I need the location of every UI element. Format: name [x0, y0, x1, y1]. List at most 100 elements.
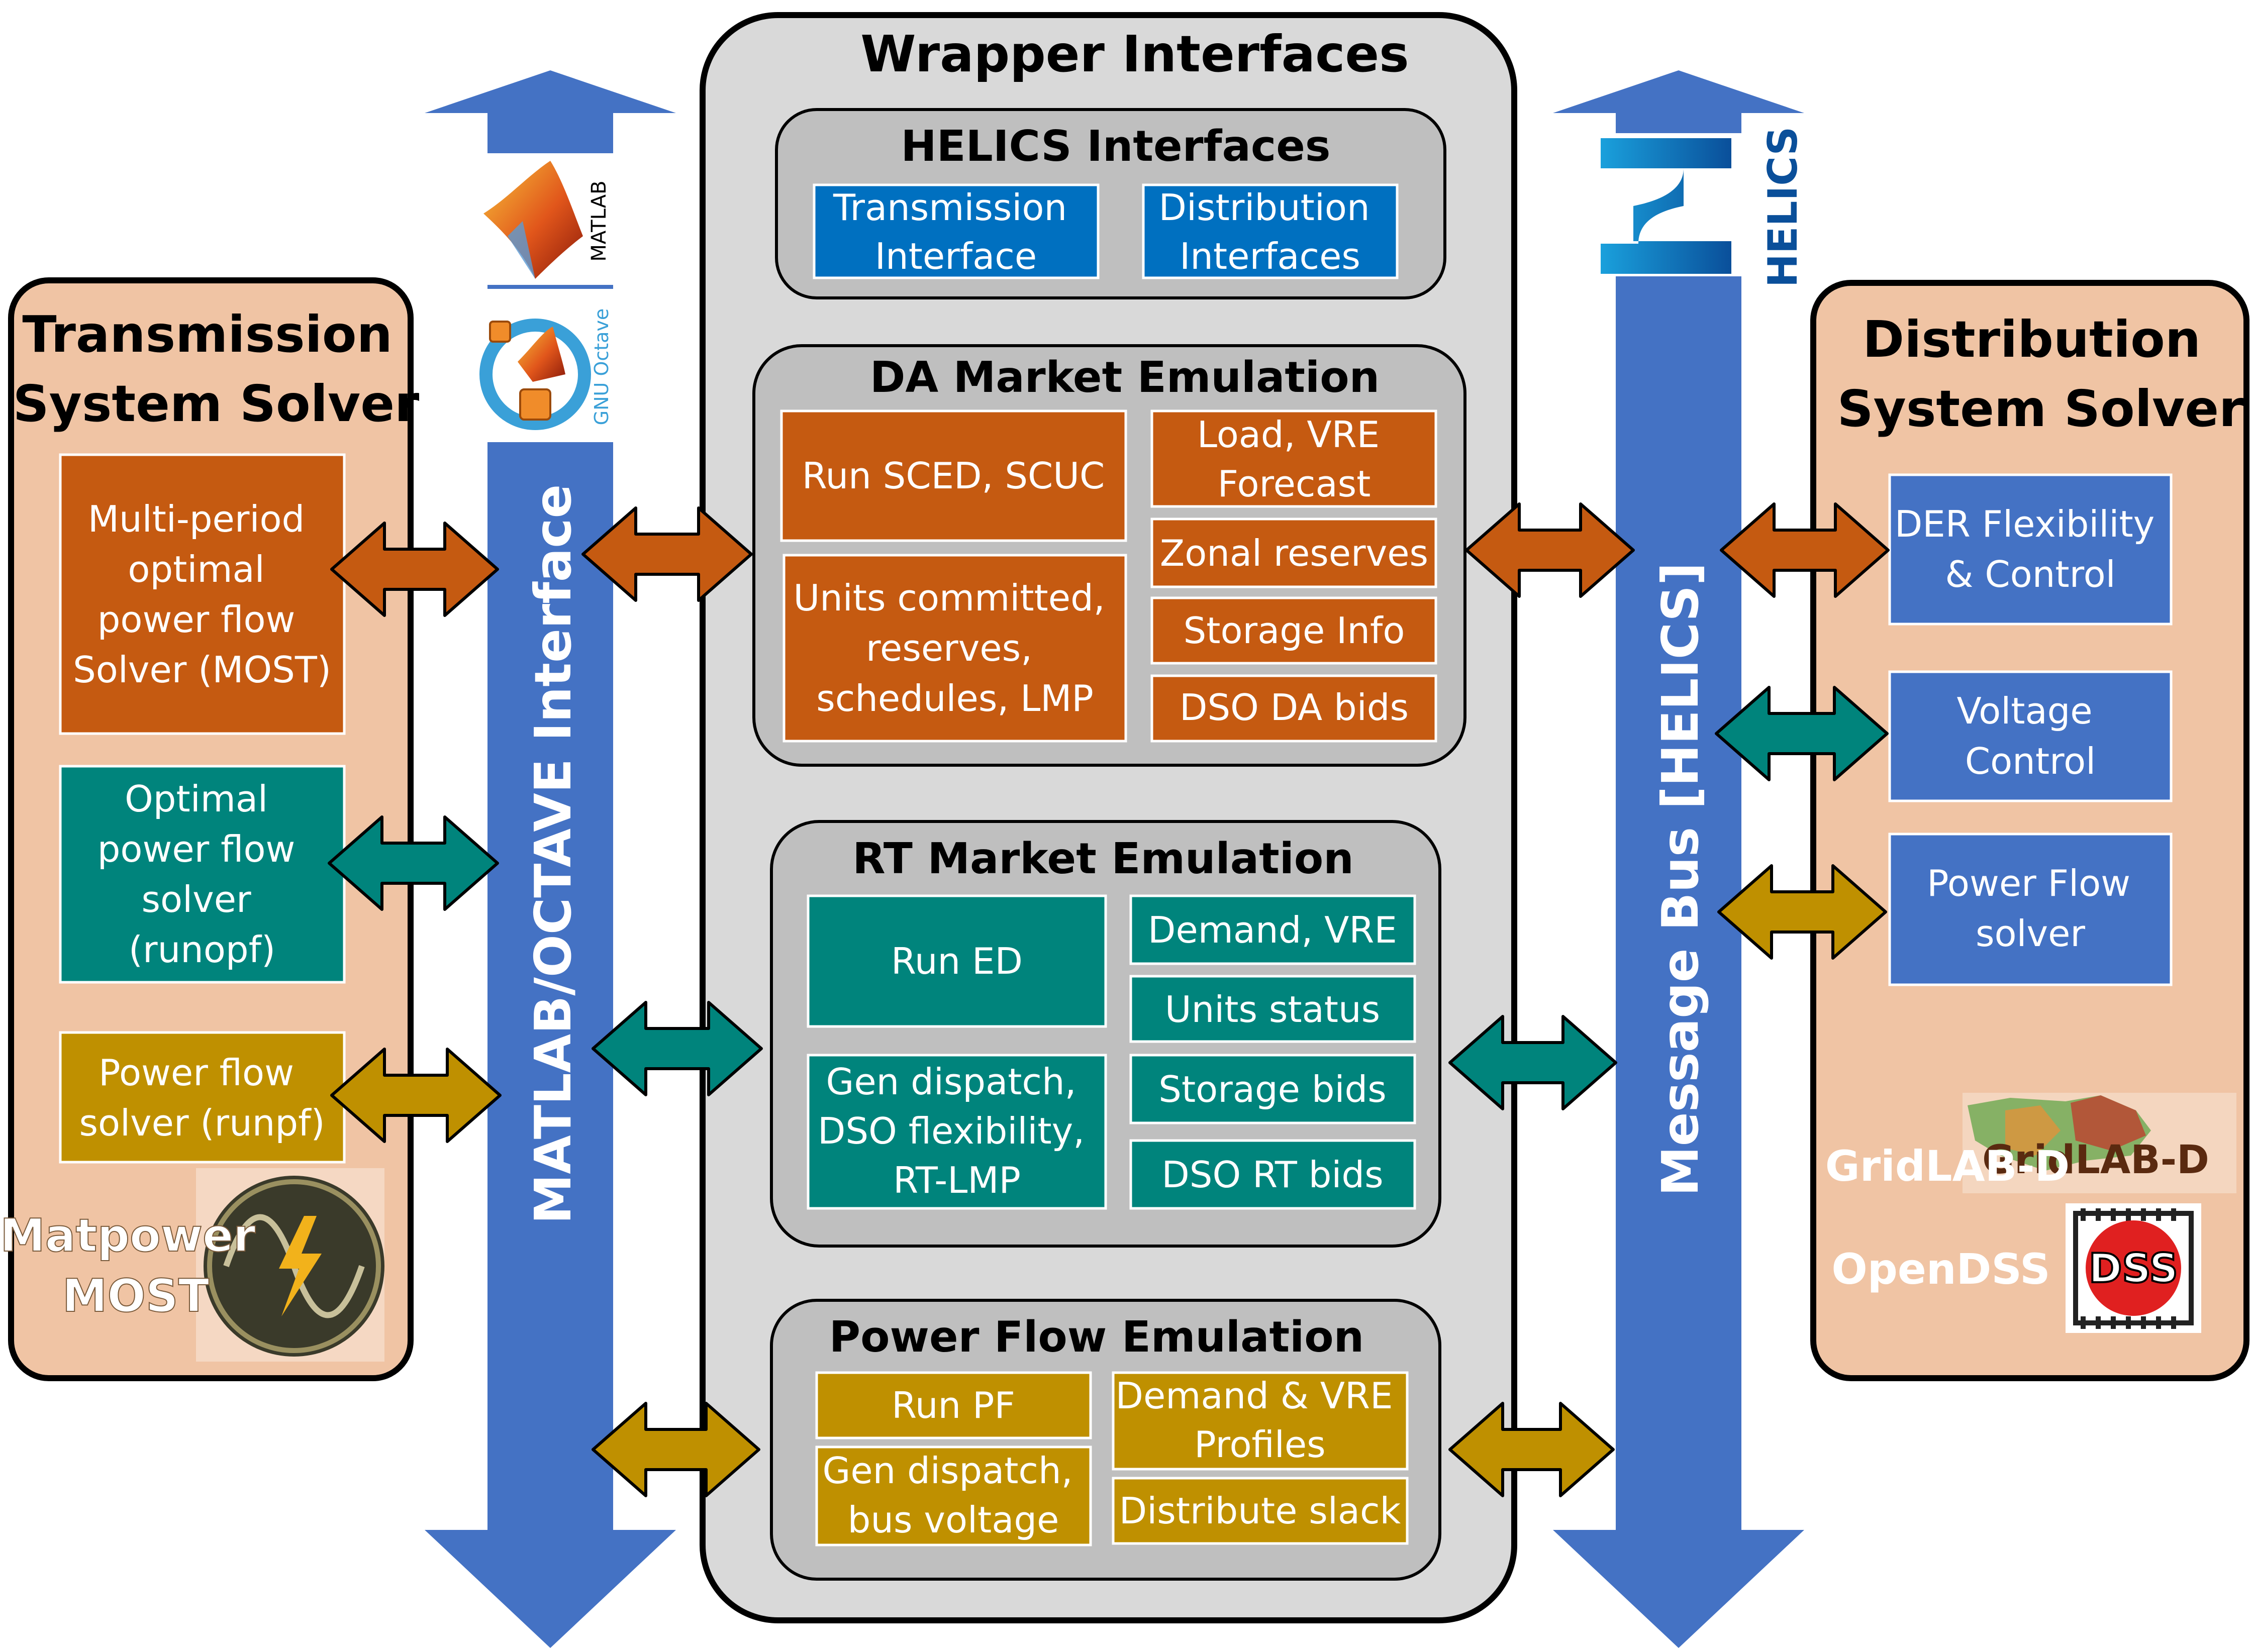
opf-to-matlab-arrow: [328, 815, 499, 911]
voltage-control-box: [1888, 670, 2173, 802]
da-zonal-reserves-label: Zonal reserves: [1160, 532, 1428, 574]
most-solver-label: Multi-period optimal power flow Solver (…: [73, 498, 331, 691]
octave-logo-text: GNU Octave: [591, 308, 613, 426]
da-run-sced-label: Run SCED, SCUC: [802, 455, 1105, 497]
pfemu-to-helics-arrow: [1448, 1402, 1615, 1497]
helics-to-voltage-arrow: [1715, 686, 1889, 781]
da-zonal-reserves-box: [1150, 518, 1437, 588]
pf-emulation-title: Power Flow Emulation: [829, 1312, 1364, 1362]
opf-solver-box: [59, 765, 346, 984]
gridlabd-logo: GridLAB-D: [1963, 1093, 2236, 1193]
matpower-label: Matpower MOST: [0, 1209, 271, 1322]
dist-pf-solver-box: [1888, 833, 2173, 986]
transmission-interface-label: Transmission Interface: [833, 186, 1079, 277]
da-units-committed-box: [782, 554, 1127, 743]
pf-distribute-slack-box: [1112, 1477, 1409, 1545]
most-solver-box: [59, 453, 346, 735]
helics-h-icon: [1601, 138, 1731, 274]
matlab-to-da-arrow: [581, 506, 753, 602]
rt-storage-bids-label: Storage bids: [1158, 1068, 1387, 1110]
gridlabd-logo-text: GridLAB-D: [1982, 1138, 2209, 1183]
transmission-interface-box: [813, 183, 1100, 279]
matlab-octave-bus: MATLAB/OCTAVE Interface: [425, 70, 676, 1648]
lightning-icon: [279, 1216, 322, 1316]
distribution-interfaces-label: Distribution Interfaces: [1159, 186, 1382, 277]
rt-market-title: RT Market Emulation: [852, 834, 1354, 884]
pf-demand-profiles-box: [1112, 1371, 1409, 1471]
opf-solver-label: Optimal power flow solver (runopf): [97, 778, 307, 971]
helics-bus-arrow: [1553, 70, 1804, 1648]
transmission-solver-title: Transmission System Solver: [13, 305, 420, 433]
rt-dso-bids-label: DSO RT bids: [1161, 1154, 1383, 1196]
da-market-title: DA Market Emulation: [870, 353, 1380, 402]
pf-solver-label: Power flow solver (runpf): [79, 1052, 325, 1144]
rt-dso-bids-box: [1129, 1139, 1416, 1210]
da-dso-bids-label: DSO DA bids: [1180, 686, 1409, 729]
da-load-forecast-label: Load, VRE Forecast: [1197, 414, 1391, 505]
da-units-committed-label: Units committed, reserves, schedules, LM…: [793, 577, 1116, 719]
da-market-group: DA Market Emulation Run SCED, SCUC Units…: [752, 344, 1466, 767]
rt-run-ed-box: [807, 894, 1107, 1028]
helics-logo-text: HELICS: [1759, 127, 1806, 287]
der-flexibility-label: DER Flexibility & Control: [1895, 503, 2166, 595]
pf-run-label: Run PF: [892, 1384, 1015, 1426]
octave-ring-icon: [479, 319, 591, 430]
chip-icon: [2073, 1211, 2194, 1325]
rt-gen-dispatch-box: [807, 1054, 1107, 1210]
der-flexibility-box: [1888, 473, 2173, 626]
matlab-logo: MATLAB: [480, 153, 617, 285]
helics-interfaces-title: HELICS Interfaces: [901, 122, 1330, 171]
matlab-logo-text: MATLAB: [588, 180, 611, 261]
rt-demand-vre-label: Demand, VRE: [1148, 909, 1397, 951]
matlab-bus-arrow: [425, 70, 676, 1648]
da-dso-bids-box: [1150, 674, 1437, 743]
rt-to-helics-arrow: [1448, 1015, 1617, 1110]
rt-units-status-box: [1129, 975, 1416, 1043]
rt-storage-bids-box: [1129, 1054, 1416, 1124]
opendss-label: OpenDSS: [1831, 1245, 2050, 1294]
da-storage-info-box: [1150, 596, 1437, 665]
distribution-solver-panel: Distribution System Solver DER Flexibili…: [1810, 280, 2249, 1381]
matlab-membrane-icon: [483, 161, 583, 279]
distribution-solver-title: Distribution System Solver: [1837, 310, 2244, 438]
helics-bus-label: Message Bus [HELICS]: [1651, 562, 1710, 1196]
pf-distribute-slack-label: Distribute slack: [1119, 1490, 1401, 1532]
distribution-interfaces-box: [1142, 183, 1399, 279]
helics-message-bus: Message Bus [HELICS]: [1553, 70, 1804, 1648]
pf-run-box: [815, 1371, 1092, 1439]
transmission-solver-panel: Transmission System Solver Multi-period …: [0, 277, 420, 1381]
rt-units-status-label: Units status: [1165, 988, 1380, 1030]
pf-demand-profiles-label: Demand & VRE Profiles: [1116, 1375, 1405, 1466]
octave-logo: GNU Octave: [479, 289, 617, 442]
rt-market-group: RT Market Emulation Run ED Gen dispatch,…: [770, 820, 1441, 1248]
helics-interfaces-group: HELICS Interfaces Transmission Interface…: [775, 108, 1446, 299]
matpower-logo: [196, 1168, 384, 1362]
wrapper-title: Wrapper Interfaces: [860, 25, 1409, 83]
pf-solver-box: [59, 1031, 346, 1164]
rt-run-ed-label: Run ED: [891, 940, 1023, 982]
matlab-to-rt-arrow: [592, 1001, 763, 1096]
wrapper-interfaces-panel: Wrapper Interfaces HELICS Interfaces Tra…: [700, 12, 1517, 1623]
da-to-helics-arrow: [1465, 502, 1635, 598]
rt-demand-vre-box: [1129, 894, 1416, 965]
pf-gen-dispatch-label: Gen dispatch, bus voltage: [823, 1450, 1085, 1541]
pf-gen-dispatch-box: [815, 1446, 1092, 1546]
matlab-to-pfemu-arrow: [592, 1402, 760, 1497]
dss-logo-text: DSS: [2089, 1245, 2178, 1292]
helics-logo: HELICS: [1598, 127, 1809, 287]
dist-pf-solver-label: Power Flow solver: [1927, 862, 2142, 955]
most-to-matlab-arrow: [330, 522, 499, 617]
helics-to-der-arrow: [1720, 502, 1890, 598]
pf-to-matlab-arrow: [330, 1048, 502, 1143]
gridlabd-label: GridLAB-D: [1825, 1142, 2070, 1191]
rt-gen-dispatch-label: Gen dispatch, DSO flexibility, RT-LMP: [818, 1061, 1096, 1201]
da-load-forecast-box: [1150, 409, 1437, 508]
helics-to-distpf-arrow: [1717, 864, 1887, 960]
dss-logo: DSS: [2066, 1203, 2201, 1333]
da-run-sced-box: [780, 409, 1127, 542]
voltage-control-label: Voltage Control: [1957, 690, 2104, 782]
connector-arrows: [328, 502, 1890, 1497]
matlab-bus-label: MATLAB/OCTAVE Interface: [524, 484, 582, 1224]
da-storage-info-label: Storage Info: [1184, 609, 1405, 652]
